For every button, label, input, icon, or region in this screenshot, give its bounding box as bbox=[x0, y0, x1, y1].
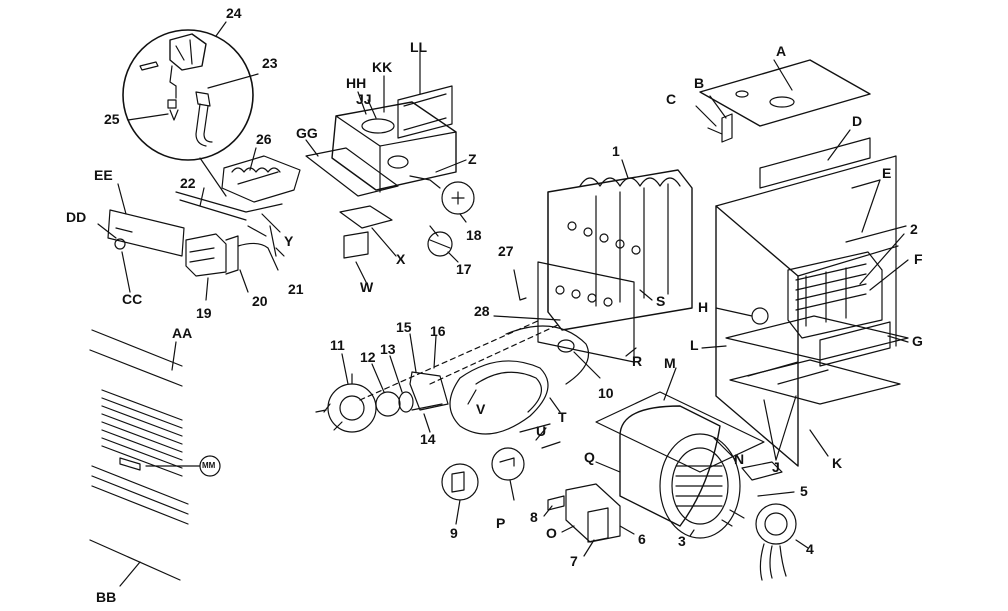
leader-25 bbox=[127, 113, 169, 121]
label-24: 24 bbox=[226, 5, 242, 21]
label-U: U bbox=[536, 423, 547, 439]
label-16: 16 bbox=[430, 323, 446, 339]
label-20: 20 bbox=[252, 293, 268, 309]
label-GG: GG bbox=[296, 125, 318, 141]
label-27: 27 bbox=[498, 243, 514, 259]
label-5: 5 bbox=[800, 483, 808, 499]
inducer-assembly bbox=[315, 325, 590, 501]
label-LL: LL bbox=[410, 39, 428, 55]
label-Z: Z bbox=[468, 151, 477, 167]
label-EE: EE bbox=[94, 167, 113, 183]
label-11: 11 bbox=[330, 337, 345, 353]
leader-24 bbox=[215, 21, 227, 37]
label-21: 21 bbox=[288, 281, 304, 297]
label-9: 9 bbox=[450, 525, 458, 541]
label-M: M bbox=[664, 355, 676, 371]
label-K: K bbox=[832, 455, 843, 471]
label-7: 7 bbox=[570, 553, 578, 569]
label-P: P bbox=[496, 515, 506, 531]
label-23: 23 bbox=[262, 55, 278, 71]
label-BB: BB bbox=[96, 589, 117, 605]
label-O: O bbox=[546, 525, 557, 541]
label-15: 15 bbox=[396, 319, 412, 335]
label-18: 18 bbox=[466, 227, 482, 243]
label-12: 12 bbox=[360, 349, 376, 365]
label-L: L bbox=[690, 337, 699, 353]
label-W: W bbox=[360, 279, 374, 295]
label-Y: Y bbox=[284, 233, 294, 249]
label-G: G bbox=[912, 333, 923, 349]
label-F: F bbox=[914, 251, 923, 267]
label-3: 3 bbox=[678, 533, 686, 549]
label-13: 13 bbox=[380, 341, 396, 357]
label-MM: MM bbox=[202, 461, 216, 470]
cabinet bbox=[699, 59, 909, 467]
pilot-assembly bbox=[107, 155, 301, 277]
label-HH: HH bbox=[346, 75, 367, 91]
label-14: 14 bbox=[420, 431, 436, 447]
label-D: D bbox=[852, 113, 863, 129]
label-2: 2 bbox=[910, 221, 918, 237]
label-28: 28 bbox=[474, 303, 490, 319]
label-CC: CC bbox=[122, 291, 143, 307]
label-E: E bbox=[882, 165, 892, 181]
label-J: J bbox=[772, 459, 780, 475]
label-B: B bbox=[694, 75, 705, 91]
label-17: 17 bbox=[456, 261, 472, 277]
label-X: X bbox=[396, 251, 406, 267]
label-JJ: JJ bbox=[356, 91, 372, 107]
label-KK: KK bbox=[372, 59, 393, 75]
label-R: R bbox=[632, 353, 643, 369]
label-A: A bbox=[776, 43, 787, 59]
pilot-detail-circle bbox=[122, 29, 254, 161]
label-25: 25 bbox=[104, 111, 120, 127]
label-S: S bbox=[656, 293, 666, 309]
label-19: 19 bbox=[196, 305, 212, 321]
label-8: 8 bbox=[530, 509, 538, 525]
label-C: C bbox=[666, 91, 677, 107]
label-DD: DD bbox=[66, 209, 87, 225]
label-AA: AA bbox=[172, 325, 193, 341]
label-6: 6 bbox=[638, 531, 646, 547]
label-Q: Q bbox=[584, 449, 595, 465]
label-N: N bbox=[734, 451, 745, 467]
label-H: H bbox=[698, 299, 709, 315]
label-V: V bbox=[476, 401, 486, 417]
blower-assembly bbox=[547, 391, 797, 581]
heat-exchanger bbox=[513, 169, 693, 363]
label-T: T bbox=[558, 409, 567, 425]
label-1: 1 bbox=[612, 143, 620, 159]
burner-box bbox=[305, 85, 475, 259]
leader-23 bbox=[207, 73, 259, 89]
front-door-panel bbox=[89, 329, 221, 581]
label-4: 4 bbox=[806, 541, 814, 557]
label-10: 10 bbox=[598, 385, 614, 401]
label-22: 22 bbox=[180, 175, 196, 191]
label-26: 26 bbox=[256, 131, 272, 147]
